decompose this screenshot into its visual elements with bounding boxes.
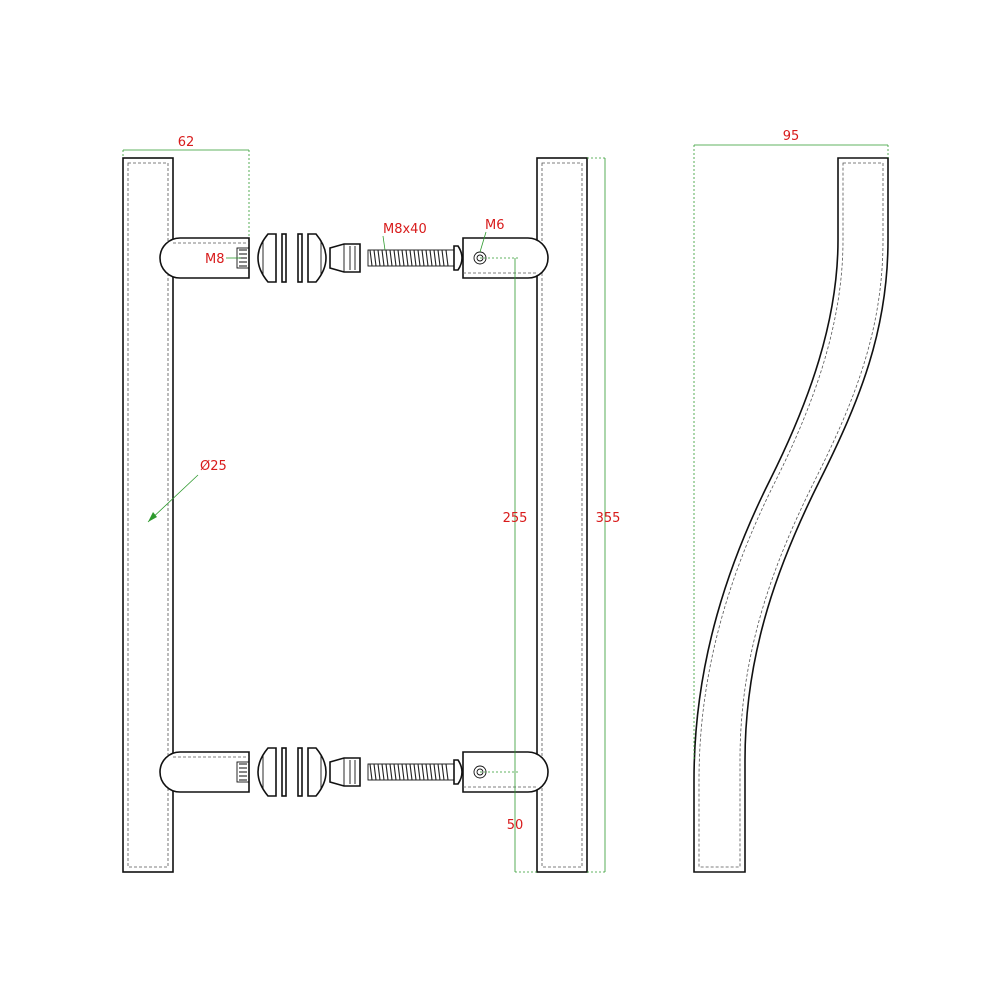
dim-label-diameter: Ø25	[200, 459, 227, 474]
dim-label-255: 255	[503, 511, 528, 526]
spacer-disc-2	[297, 233, 303, 283]
label-m6: M6	[479, 218, 505, 253]
label-m8: M8	[205, 252, 241, 267]
washer-cone-right	[307, 233, 327, 283]
dim-offset-50: 50	[507, 772, 537, 873]
dim-label-355: 355	[596, 511, 621, 526]
right-handle-bar	[536, 157, 588, 873]
dim-center-255: 255	[480, 257, 528, 773]
left-handle-bar	[122, 157, 174, 873]
m8-internal-thread	[239, 249, 247, 267]
dim-depth-95: 95	[693, 129, 889, 760]
threaded-insert	[329, 243, 361, 273]
left-lower-standoff	[159, 751, 250, 793]
bolt-m8x40	[367, 245, 463, 271]
label-m8x40-text: M8x40	[383, 222, 427, 237]
upper-fixing-kit	[257, 233, 463, 283]
dim-width-62: 62	[122, 135, 250, 238]
side-view-profile	[693, 157, 889, 873]
dim-label-95: 95	[783, 129, 800, 144]
label-m8x40: M8x40	[382, 222, 427, 251]
dim-length-355: 355	[587, 157, 621, 873]
left-upper-standoff	[159, 237, 250, 279]
washer-cone-left	[257, 233, 277, 283]
lower-fixing-kit	[257, 747, 463, 797]
spacer-disc-1	[281, 233, 287, 283]
label-m6-text: M6	[485, 218, 505, 233]
dim-label-62: 62	[178, 135, 195, 150]
dim-diameter-25: Ø25	[147, 459, 227, 523]
label-m8-text: M8	[205, 252, 225, 267]
dim-label-50: 50	[507, 818, 524, 833]
